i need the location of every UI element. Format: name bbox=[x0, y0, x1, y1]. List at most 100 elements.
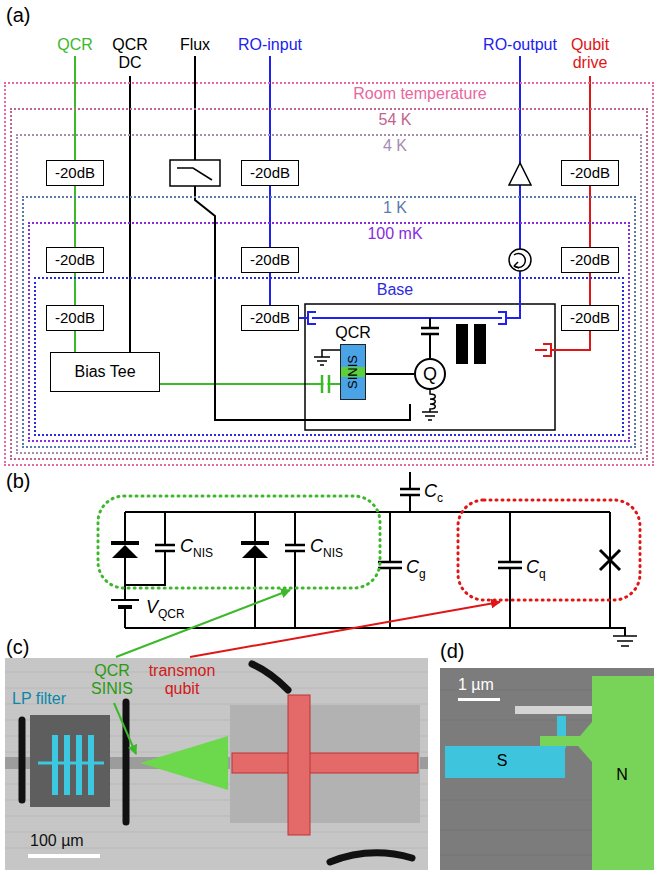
scale-label: 1 µm bbox=[458, 676, 494, 694]
attenuator-box: -20dB bbox=[241, 305, 299, 331]
symbol-subscript: QCR bbox=[158, 607, 185, 621]
readout-wire bbox=[312, 317, 502, 319]
sem-image bbox=[440, 668, 654, 870]
battery-symbol bbox=[118, 605, 132, 609]
ground-symbol bbox=[613, 636, 637, 646]
micrograph bbox=[76, 735, 82, 795]
micrograph bbox=[230, 705, 420, 823]
sem-image bbox=[540, 676, 654, 870]
leader-arrow bbox=[114, 590, 500, 754]
symbol-letter: C bbox=[180, 536, 193, 556]
stage-label: Base bbox=[377, 281, 413, 299]
signal-connector bbox=[366, 373, 414, 375]
attenuator-box: -20dB bbox=[241, 160, 299, 186]
drive-wire bbox=[589, 76, 591, 160]
lowpass-filter bbox=[177, 168, 212, 180]
micrograph bbox=[22, 702, 126, 822]
ground-symbol bbox=[613, 636, 637, 646]
attenuator-box: -20dB bbox=[561, 305, 619, 331]
resonator-symbol bbox=[456, 324, 486, 364]
line-name: RO-output bbox=[483, 36, 557, 54]
micrograph bbox=[5, 672, 428, 848]
circuit-wire bbox=[389, 512, 391, 628]
stage-label: 4 K bbox=[383, 137, 407, 155]
capacitor-symbol bbox=[155, 489, 522, 568]
readout-wire bbox=[498, 312, 506, 324]
symbol-letter: C bbox=[406, 557, 419, 577]
nis-junction-symbol bbox=[112, 545, 138, 558]
junction-label: SINIS bbox=[346, 355, 360, 389]
attenuator-label: -20dB bbox=[570, 251, 610, 269]
circulator-symbol bbox=[509, 249, 531, 271]
temperature-stage: 54 K4 K-20dB-20dB-20dB1 K100 mK-20dB-20d… bbox=[10, 108, 648, 460]
line-name: QCR DC bbox=[108, 36, 152, 72]
drive-wire bbox=[551, 331, 590, 350]
micrograph bbox=[30, 715, 110, 807]
line-name: Flux bbox=[180, 36, 210, 54]
device-label: QCR bbox=[335, 324, 371, 342]
circuit-wire bbox=[509, 512, 511, 628]
attenuator-box: -20dB bbox=[561, 247, 619, 273]
chip-outline bbox=[305, 304, 555, 430]
circulator-symbol bbox=[514, 254, 525, 268]
readout-wire bbox=[519, 185, 521, 249]
symbol-subscript: c bbox=[437, 491, 443, 505]
line-name: Qubit drive bbox=[563, 36, 617, 72]
image-label: QCR SINIS bbox=[85, 662, 139, 698]
stage-label: 1 K bbox=[383, 199, 407, 217]
component-label: Cg bbox=[406, 556, 426, 578]
amplifier-symbol bbox=[509, 163, 531, 185]
circuit-wire bbox=[609, 512, 611, 628]
attenuator-label: -20dB bbox=[570, 309, 610, 327]
battery-symbol bbox=[111, 600, 139, 607]
line-name: RO-input bbox=[238, 36, 302, 54]
attenuator-label: -20dB bbox=[55, 251, 95, 269]
circuit-wire bbox=[294, 512, 296, 628]
sem-image bbox=[440, 668, 654, 870]
josephson-junction-symbol bbox=[600, 550, 620, 570]
qubit-outline bbox=[458, 500, 640, 600]
symbol-subscript: NIS bbox=[193, 546, 213, 560]
qcr-outline bbox=[98, 496, 380, 588]
stage-label: 54 K bbox=[379, 111, 412, 129]
symbol-letter: C bbox=[424, 481, 437, 501]
circulator-symbol bbox=[514, 262, 519, 268]
panel-label: (b) bbox=[6, 470, 30, 492]
circulator-symbol bbox=[509, 249, 531, 271]
signal-connector bbox=[74, 331, 76, 352]
scale-label: 100 µm bbox=[30, 832, 84, 850]
resonator-symbol bbox=[456, 324, 468, 364]
coupling-capacitor bbox=[324, 376, 328, 392]
sem-image bbox=[445, 746, 565, 778]
coupling-capacitor bbox=[322, 375, 329, 393]
attenuator-box: -20dB bbox=[561, 160, 619, 186]
nis-junction-symbol bbox=[111, 541, 139, 545]
qubit-circle: Q bbox=[414, 358, 446, 390]
nis-junction-symbol bbox=[241, 541, 269, 545]
image-label: transmon qubit bbox=[142, 662, 222, 698]
attenuator-label: -20dB bbox=[55, 309, 95, 327]
attenuator-box: -20dB bbox=[241, 247, 299, 273]
material-label: S bbox=[497, 752, 508, 770]
line-name: QCR bbox=[57, 36, 93, 54]
amplifier-symbol bbox=[509, 163, 531, 185]
micrograph bbox=[52, 735, 58, 795]
signal-connector bbox=[160, 383, 340, 385]
qcr-outline bbox=[98, 496, 380, 588]
qubit-outline bbox=[458, 500, 640, 600]
coupling-capacitor bbox=[322, 375, 329, 393]
nis-junction-symbol bbox=[242, 545, 268, 558]
circuit-wire bbox=[125, 628, 625, 636]
qubit-label: Q bbox=[423, 364, 437, 384]
ground-symbol bbox=[322, 350, 340, 357]
capacitor-symbol bbox=[155, 489, 522, 568]
dc-wire bbox=[129, 76, 131, 352]
resonator-symbol bbox=[474, 324, 486, 364]
symbol-letter: C bbox=[310, 536, 323, 556]
circuit-wire bbox=[125, 512, 165, 585]
attenuator-label: -20dB bbox=[250, 164, 290, 182]
micrograph bbox=[232, 753, 418, 773]
attenuator-box: -20dB bbox=[46, 247, 104, 273]
